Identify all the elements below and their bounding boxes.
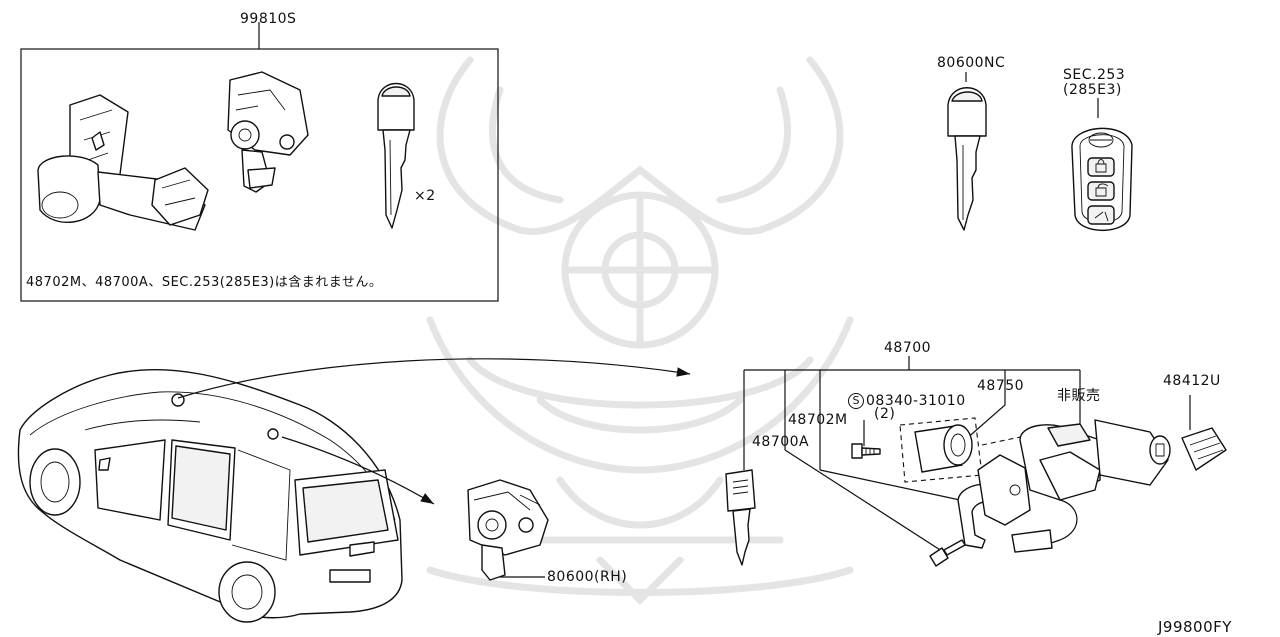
arrow-to-door-lock	[281, 436, 435, 505]
ignition-key-48700a	[725, 469, 756, 566]
label-bracket: 48702M	[788, 412, 848, 428]
sensor-48750	[899, 417, 1031, 483]
bracket-48702m	[957, 454, 1031, 549]
label-key-quantity: ×2	[414, 188, 436, 204]
label-kit-part-number: 99810S	[240, 11, 297, 27]
label-diagram-code: J99800FY	[1158, 618, 1232, 636]
kit-box	[20, 22, 499, 302]
door-lock-80600rh	[467, 479, 549, 581]
bolt-08340	[851, 443, 881, 459]
label-not-sold: 非販売	[1057, 388, 1101, 404]
kit-key	[377, 83, 415, 229]
vehicle-van	[17, 368, 403, 623]
kit-ignition-cylinder	[37, 94, 209, 231]
label-key-blank: 80600NC	[937, 55, 1006, 71]
watermark-emblem	[426, 56, 854, 605]
label-ignition-assembly: 48700	[884, 340, 932, 356]
label-bolt-part: 08340-31010	[866, 393, 966, 409]
bolt-lower	[929, 539, 966, 567]
label-kit-note: 48702M、48700A、SEC.253(285E3)は含まれません。	[26, 275, 383, 290]
bolt-symbol-badge: S	[848, 393, 864, 409]
label-smart-key-sec: SEC.253	[1063, 67, 1126, 83]
steering-lock-assembly	[1011, 419, 1171, 553]
label-key: 48700A	[752, 434, 810, 450]
key-blank-80600nc	[947, 72, 987, 231]
label-door-lock: 80600(RH)	[547, 569, 628, 585]
kit-door-lock	[227, 71, 309, 193]
cover-48412u	[1181, 427, 1227, 471]
label-cover: 48412U	[1163, 373, 1221, 389]
arrow-to-ignition	[177, 358, 691, 399]
label-bolt-qty: (2)	[874, 406, 896, 422]
label-sensor: 48750	[977, 378, 1025, 394]
smart-key-fob	[1071, 98, 1133, 232]
label-smart-key-ref: (285E3)	[1063, 82, 1122, 98]
